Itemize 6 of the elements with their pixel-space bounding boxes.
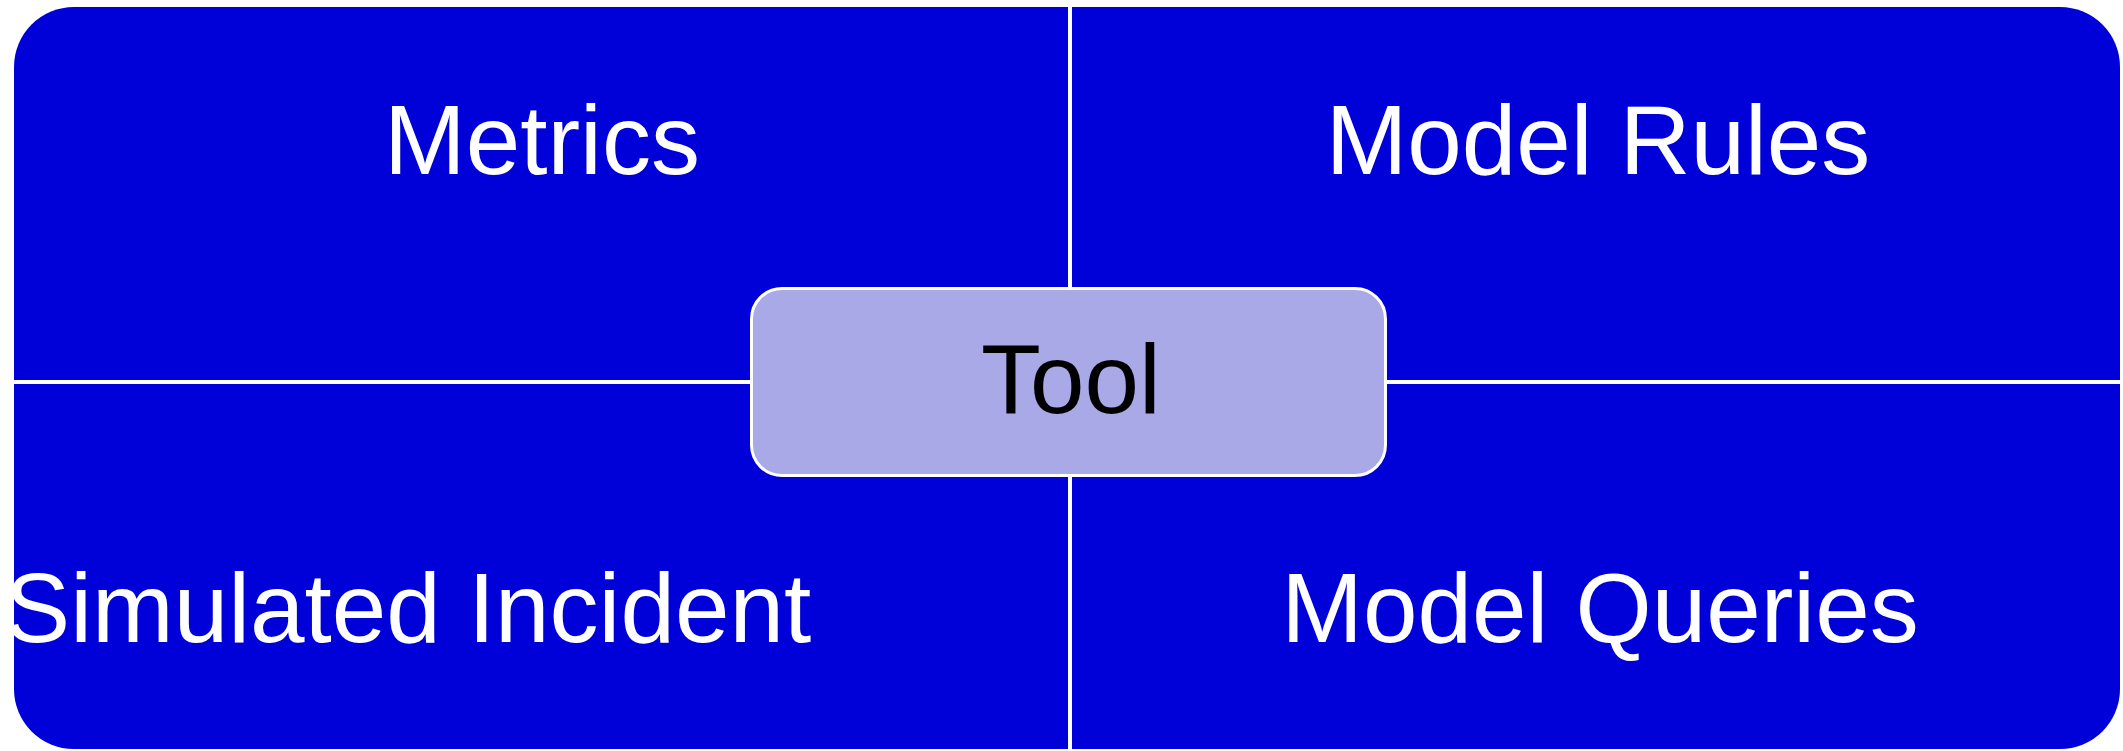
node-label: Simulated Incident [4,555,812,663]
center-box [750,287,1387,477]
node-label: Tool [981,326,1161,434]
node-label: Model Queries [1281,555,1919,663]
node-label: Metrics [384,87,700,195]
node-label: Model Rules [1325,87,1871,195]
